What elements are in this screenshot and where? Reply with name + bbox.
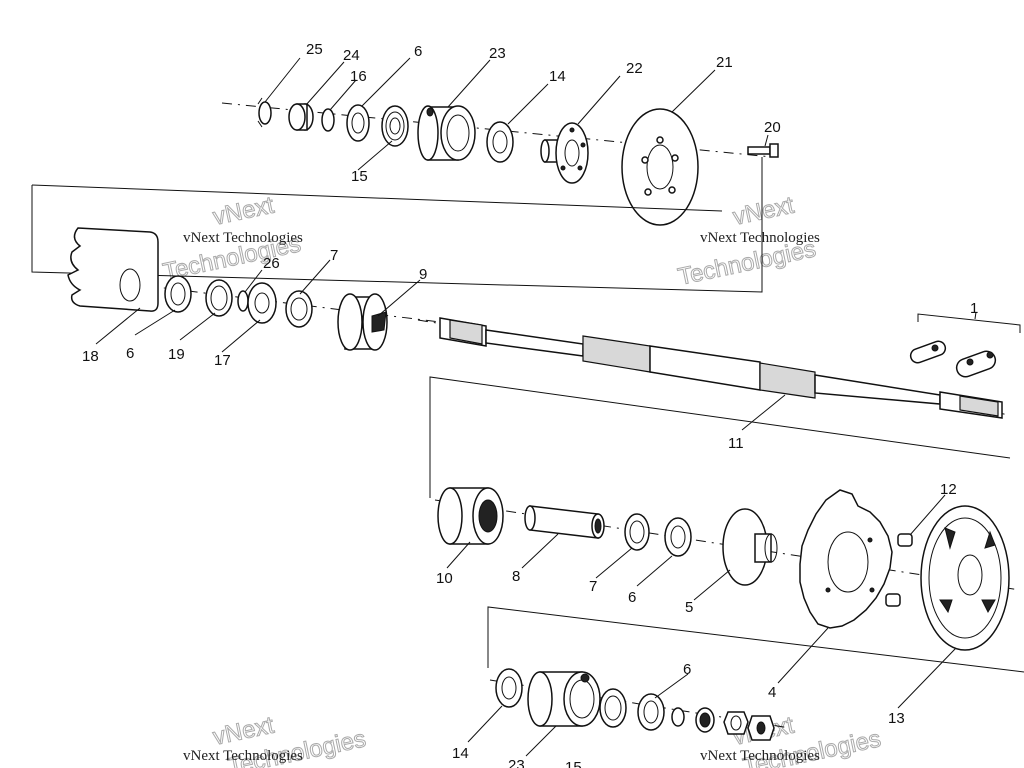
bearing-housing-23-top	[417, 105, 476, 161]
callout-13: 13	[888, 710, 905, 727]
bearing-19	[205, 279, 233, 317]
seal-6-middle	[664, 517, 692, 557]
hub-22	[540, 122, 589, 184]
bolt-20	[747, 143, 779, 158]
watermark-company: vNext Technologies	[700, 748, 820, 764]
watermark-top-right: vNext Technologies vNext Technologies	[675, 191, 820, 291]
bearing-15-top	[381, 105, 409, 147]
seal-6-top	[346, 104, 370, 142]
bearing-14-top	[486, 121, 514, 163]
watermark-top-left: vNext Technologies vNext Technologies	[160, 191, 304, 286]
watermark-company: vNext Technologies	[183, 230, 303, 246]
top-assembly	[31, 97, 779, 293]
callout-20: 20	[764, 119, 781, 136]
callout-26: 26	[263, 255, 280, 272]
sprocket-4	[799, 489, 893, 629]
bracket-frame-middle	[429, 376, 1011, 498]
seal-6-bottom	[637, 693, 665, 731]
callout-17: 17	[214, 352, 231, 369]
left-assembly	[67, 227, 441, 351]
callout-6-top: 6	[414, 43, 422, 60]
callout-7-middle: 7	[589, 578, 597, 595]
callout-14-bottom: 14	[452, 745, 469, 762]
callout-9: 9	[419, 266, 427, 283]
o-ring-16	[321, 108, 335, 132]
eccentric-9	[337, 293, 388, 351]
callout-15-top: 15	[351, 168, 368, 185]
middle-assembly	[429, 376, 1021, 651]
o-ring-26	[237, 290, 249, 312]
callout-6-left: 6	[126, 345, 134, 362]
callout-12: 12	[940, 481, 957, 498]
callout-4: 4	[768, 684, 776, 701]
spacer-12	[885, 533, 913, 607]
axle-shaft-11	[417, 317, 1011, 419]
sleeve-8	[524, 505, 605, 539]
watermark-company: vNext Technologies	[183, 748, 303, 764]
bearing-housing-23-bottom	[527, 671, 601, 727]
callout-25: 25	[306, 41, 323, 58]
callout-labels: 25 24 16 6 23 14 22 21 20 15 26 7 9 18 6…	[82, 41, 978, 768]
collar-17	[247, 282, 277, 324]
bottom-assembly	[487, 606, 1024, 741]
bearing-housing-10	[437, 487, 504, 545]
watermark-outline-top: vNext	[731, 192, 797, 231]
callout-24: 24	[343, 47, 360, 64]
bracket-frame-bottom	[487, 606, 1024, 673]
leader-lines	[95, 57, 957, 757]
callout-8: 8	[512, 568, 520, 585]
callout-16: 16	[350, 68, 367, 85]
watermark-outline-top: vNext	[211, 192, 277, 231]
bearing-7-middle	[624, 513, 650, 551]
callout-23-bottom: 23	[508, 757, 525, 768]
callout-19: 19	[168, 346, 185, 363]
brake-disc-21	[621, 108, 699, 226]
sprocket-hub-5	[722, 508, 778, 586]
watermark-company: vNext Technologies	[700, 230, 820, 246]
lock-nut-bottom	[723, 711, 749, 735]
mounting-plate-18	[67, 227, 159, 312]
o-ring-bottom	[671, 707, 685, 727]
callout-6-bottom: 6	[683, 661, 691, 678]
bracket-line	[31, 184, 723, 212]
bearing-7-left	[285, 290, 313, 328]
bearing-14-bottom	[495, 668, 523, 708]
callout-6-middle: 6	[628, 589, 636, 606]
callout-1: 1	[970, 300, 978, 317]
callout-22: 22	[626, 60, 643, 77]
callout-5: 5	[685, 599, 693, 616]
callout-7-left: 7	[330, 247, 338, 264]
callout-10: 10	[436, 570, 453, 587]
snap-ring-25	[257, 97, 272, 128]
callout-14-top: 14	[549, 68, 566, 85]
bracket-frame-top	[31, 157, 763, 293]
seal-6-left	[164, 275, 192, 313]
callout-11: 11	[728, 435, 744, 452]
callout-15-bottom: 15	[565, 759, 582, 768]
watermark-bottom-left: vNext Technologies vNext Technologies	[183, 711, 369, 768]
collar-24	[288, 103, 314, 131]
callout-21: 21	[716, 54, 733, 71]
nut-bottom	[747, 715, 775, 741]
sprocket-13	[920, 505, 1010, 651]
collar-bottom	[695, 707, 715, 733]
master-link-1	[909, 311, 1021, 378]
callout-23-top: 23	[489, 45, 506, 62]
callout-18: 18	[82, 348, 99, 365]
bearing-15-bottom	[599, 688, 627, 728]
